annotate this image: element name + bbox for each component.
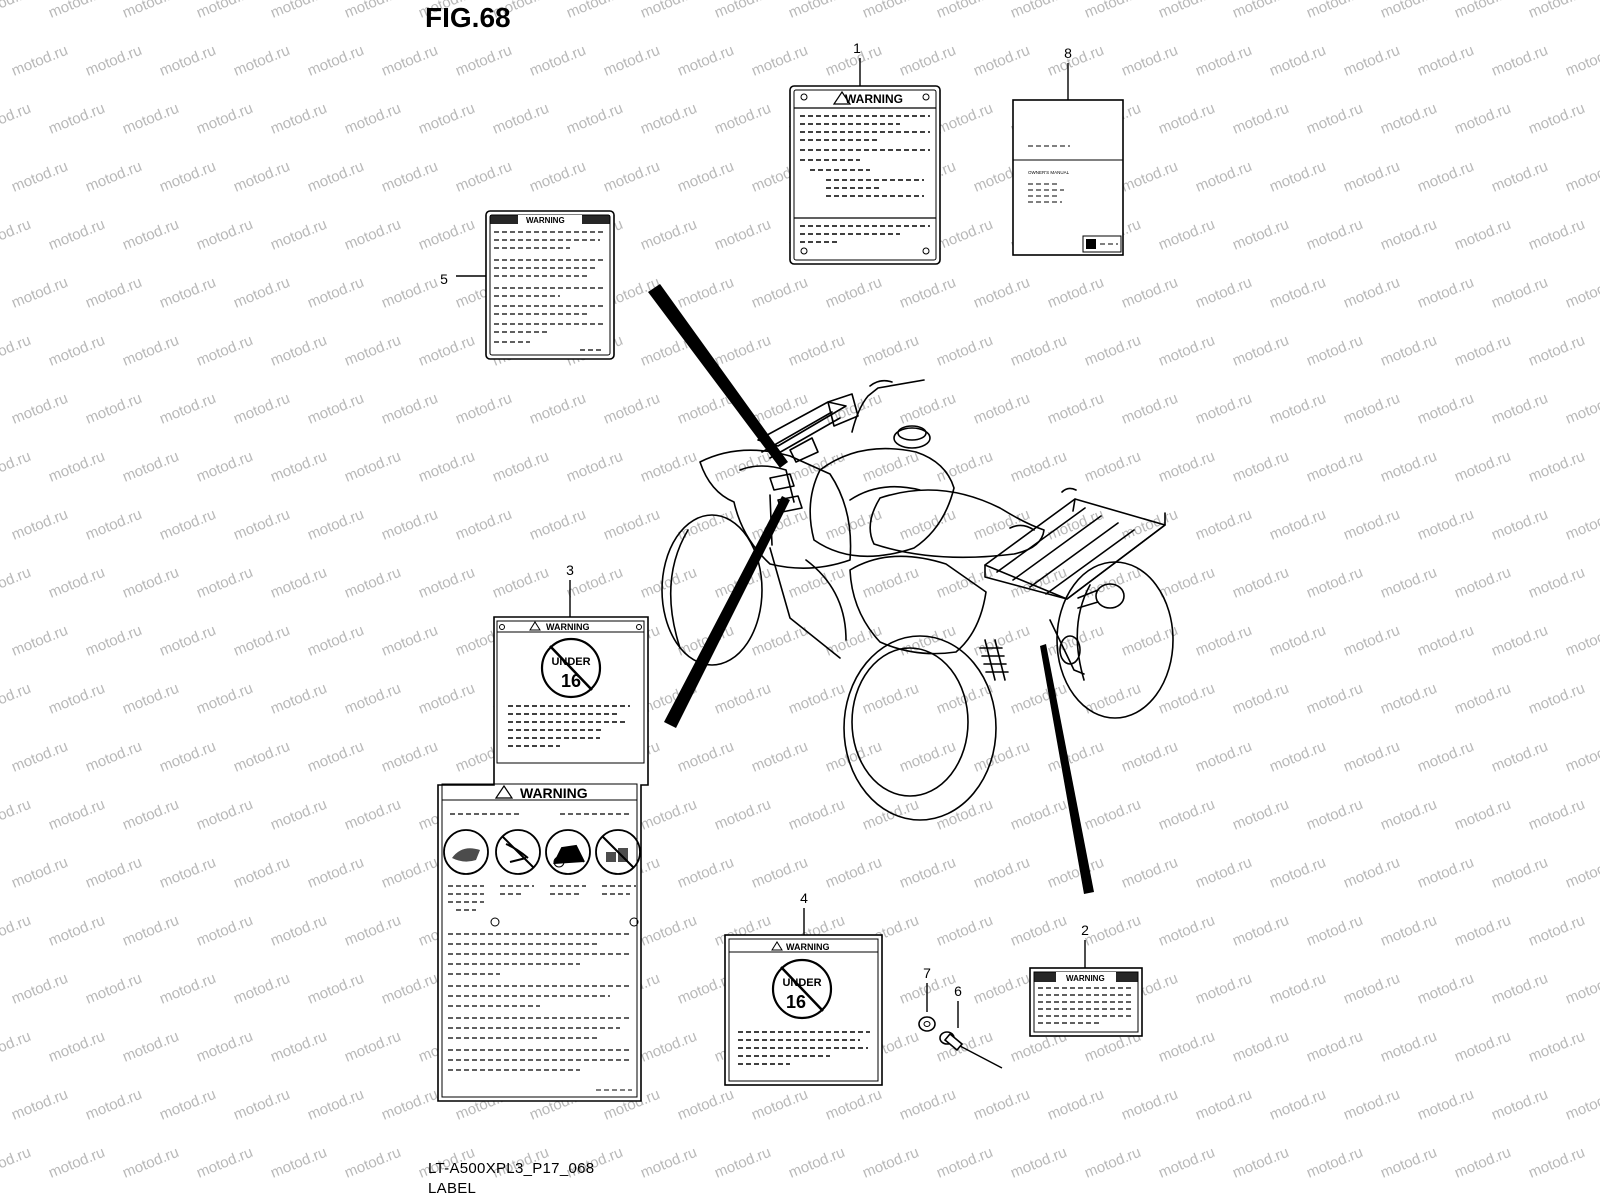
callout-2: 2 [1081,922,1089,968]
callout-1: 1 [853,40,861,86]
callout-number: 7 [923,965,931,981]
callout-5: 5 [440,271,486,287]
under-text: UNDER [782,977,821,989]
warning-heading: WARNING [520,785,588,801]
label-part-5: WARNING [485,210,615,360]
rivet-part-6 [939,1031,1003,1069]
warning-heading: WARNING [526,216,565,225]
callout-number: 6 [954,983,962,999]
under-16-symbol: UNDER 16 [771,958,833,1020]
label-part-4: WARNING UNDER 16 [724,934,883,1086]
pictogram-row [443,829,641,875]
under-text: UNDER [551,656,590,668]
drawing-code: LT-A500XPL3_P17_068 [428,1160,595,1177]
age-text: 16 [561,671,581,691]
under-16-symbol: UNDER 16 [540,637,602,699]
pointer-wedge-3 [664,496,790,728]
callout-number: 3 [566,562,574,578]
label-part-3: WARNING UNDER 16 WARNING [437,616,649,1102]
pointer-wedge-2 [1040,644,1094,894]
warning-heading: WARNING [786,942,830,952]
warning-heading: WARNING [845,92,903,106]
manual-title: OWNER'S MANUAL [1028,170,1070,175]
callout-3: 3 [566,562,574,617]
callout-8: 8 [1064,45,1072,100]
callout-number: 2 [1081,922,1089,938]
callout-7: 7 [923,965,931,1012]
figure-title: FIG.68 [425,2,511,33]
owners-manual-part-8: OWNER'S MANUAL [1012,99,1124,256]
callout-number: 4 [800,890,808,906]
label-part-2: WARNING [1029,967,1143,1037]
pointer-wedge-5 [648,284,788,468]
callout-4: 4 [800,890,808,935]
warning-heading: WARNING [1066,974,1105,983]
callout-number: 5 [440,271,448,287]
label-part-1: WARNING [789,85,941,265]
atv-illustration [661,379,1174,821]
washer-part-7 [918,1016,936,1032]
drawing-caption: LABEL [428,1180,477,1197]
warning-heading: WARNING [546,622,590,632]
age-text: 16 [786,992,806,1012]
callout-6: 6 [954,983,962,1028]
callout-number: 8 [1064,45,1072,61]
callout-number: 1 [853,40,861,56]
